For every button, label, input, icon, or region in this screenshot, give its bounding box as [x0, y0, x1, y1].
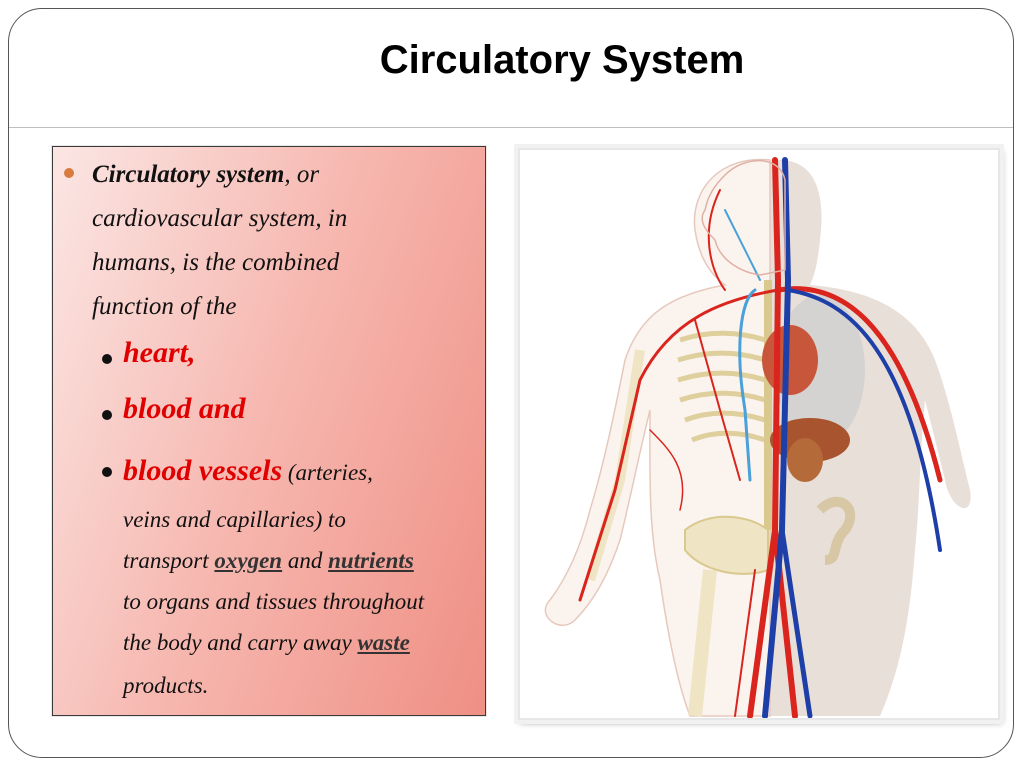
arm-bone [585, 349, 645, 582]
item-heart: heart, [123, 336, 196, 369]
intro-term: Circulatory system [92, 161, 285, 188]
oxygen-link: oxygen [214, 548, 283, 573]
sub-bullet-dot [102, 467, 112, 477]
intro-line-4: function of the [92, 293, 237, 320]
vessels-line-4: to organs and tissues throughout [123, 589, 425, 614]
content-textbox [52, 146, 486, 716]
vessels-detail: (arteries, [287, 460, 373, 485]
waste-link: waste [357, 630, 410, 655]
nutrients-link: nutrients [328, 548, 414, 573]
leg-bone [688, 569, 717, 717]
sub-bullet-dot [102, 410, 112, 420]
kidney [787, 438, 823, 482]
item-vessels: blood vessels [123, 454, 283, 487]
intro-line-2: cardiovascular system, in [92, 205, 348, 232]
vessels-line-3: transport oxygen and nutrients [123, 539, 414, 583]
intro-paragraph: Circulatory system, or [92, 153, 452, 197]
item-blood: blood and [123, 392, 246, 425]
intro-rest: , or [284, 161, 320, 188]
slide-title: Circulatory System [379, 38, 745, 82]
intro-line-3: humans, is the combined [92, 249, 340, 276]
circulatory-illustration [518, 148, 1000, 720]
heart [762, 325, 818, 395]
arteries [578, 157, 943, 719]
title-divider [9, 127, 1013, 128]
vessels-line-2: veins and capillaries) to [123, 507, 346, 532]
transport-word: transport [123, 548, 209, 573]
anatomy-figure [544, 157, 971, 719]
ribcage [677, 330, 766, 443]
carry-away-text: the body and carry away [123, 630, 352, 655]
head-outline [701, 159, 786, 276]
bullet-dot [64, 168, 74, 178]
vessels-line-6: products. [123, 673, 209, 698]
and-word: and [287, 548, 323, 573]
vessels-line-5: the body and carry away waste [123, 621, 410, 665]
intestine [816, 496, 856, 565]
sub-bullet-dot [102, 354, 112, 364]
item-vessels-line: blood vessels (arteries, [123, 449, 373, 495]
